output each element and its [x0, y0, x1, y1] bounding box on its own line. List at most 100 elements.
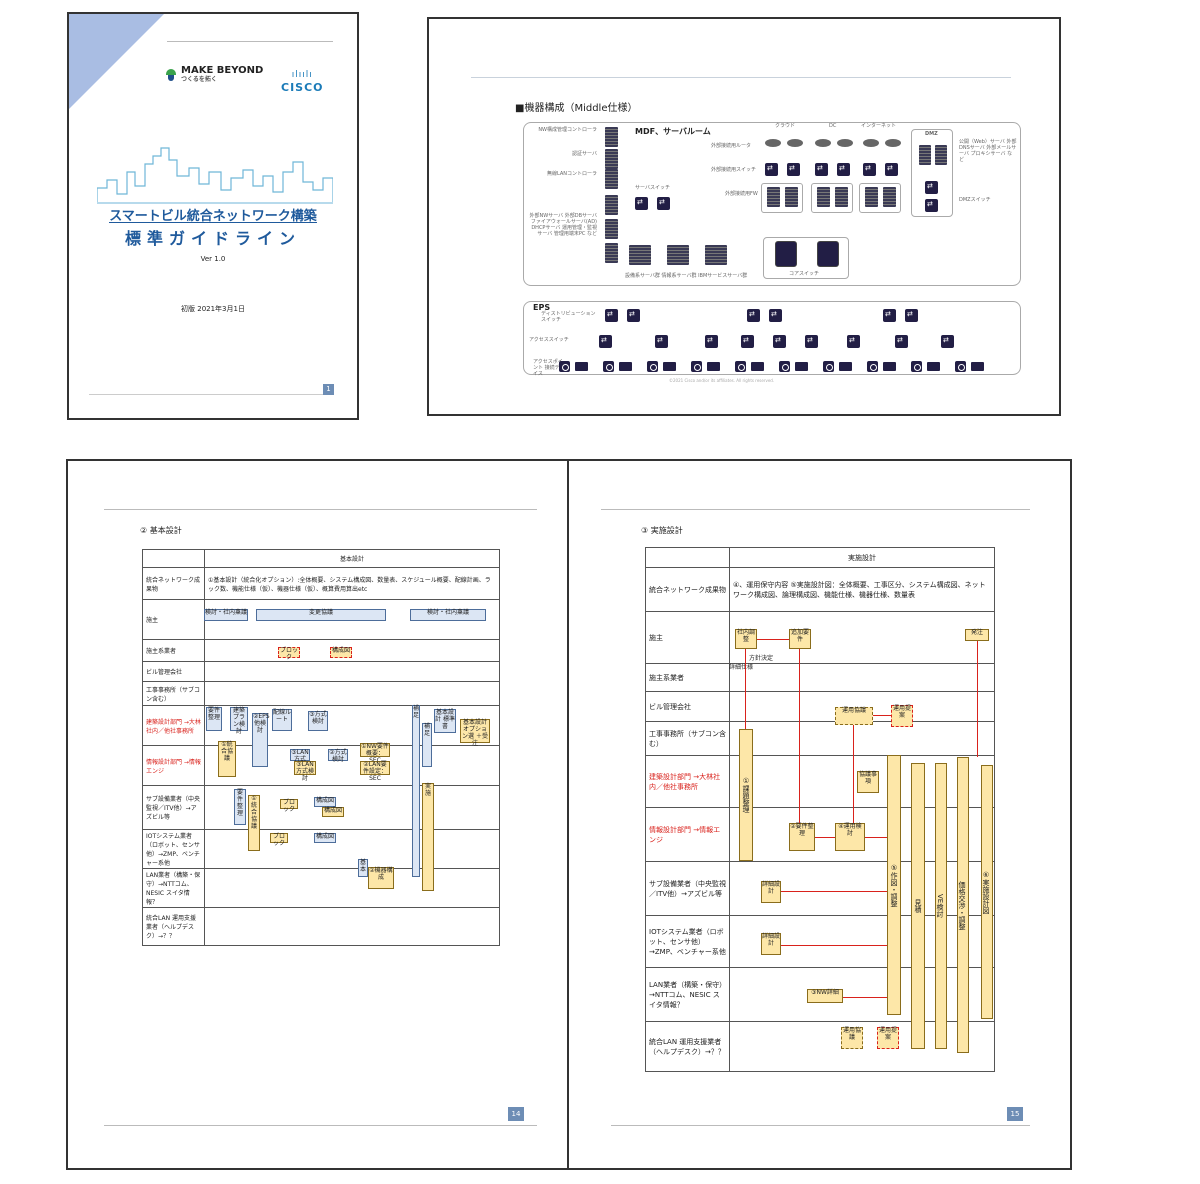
core-switch-label: コアスイッチ	[789, 271, 820, 277]
public-servers-label: 公開（Web）サーバ 外部DNSサーバ 外部メールサーバ プロキシサーバ など	[959, 139, 1017, 163]
switch-icon	[885, 163, 898, 176]
flow-box: ①NW要件概要：SEC	[360, 743, 390, 764]
camera-icon	[619, 362, 632, 371]
flow-box: 詳細設計	[761, 933, 781, 955]
arrow	[977, 641, 978, 757]
process-bar: 見積	[911, 763, 925, 1049]
camera-icon	[751, 362, 764, 371]
flow-box: ①統合協議	[248, 795, 260, 851]
version-label: Ver 1.0	[200, 255, 226, 263]
deliverable-text: ④、運用保守内容 ⑤実施設計図：全体概要、工事区分、システム構成図、ネットワーク…	[729, 567, 995, 612]
arrow	[781, 891, 887, 892]
process-bar: 価格交渉・調整	[957, 757, 969, 1053]
access-point-icon	[603, 361, 614, 372]
flow-box: ブロック	[280, 799, 298, 813]
access-point-icon	[559, 361, 570, 372]
equipment-slide: ■機器構成（Middle仕様） MDF、サーバルーム NW構成管理コントローラ …	[427, 17, 1061, 416]
arrow	[843, 997, 887, 998]
row-label: ビル管理会社	[645, 691, 730, 722]
firewall-icon	[883, 187, 896, 207]
process-bar: ⑤作図・調整	[887, 755, 901, 1015]
dmz-switch-label: DMZスイッチ	[959, 197, 991, 203]
row-label: サブ設備業者（中央監視／ITV他）→アズビル等	[645, 861, 730, 916]
fw-group	[761, 183, 803, 213]
firewall-icon	[817, 187, 830, 207]
access-switch-icon	[599, 335, 612, 348]
server-icon	[667, 245, 689, 265]
server-icon	[919, 145, 931, 165]
dmz-label: DMZ	[925, 131, 938, 137]
flow-box: ④運用検討	[835, 823, 865, 851]
router-icon	[837, 139, 853, 147]
flow-box: 構成図	[314, 797, 336, 807]
leaf-icon	[165, 68, 177, 81]
flow-box: 配線ルート	[272, 709, 292, 731]
core-switch-icon	[775, 241, 797, 267]
page-number: 15	[1007, 1107, 1023, 1121]
flow-box: 実施	[422, 783, 434, 891]
router-icon	[787, 139, 803, 147]
access-point-icon	[823, 361, 834, 372]
firewall-icon	[785, 187, 798, 207]
camera-icon	[663, 362, 676, 371]
arrow	[865, 837, 887, 838]
row-label: LAN業者（構築・保守）→NTTコム、NESIC スイタ情報？	[645, 967, 730, 1022]
flow-box: 建築プラン検討	[230, 707, 248, 735]
switch-icon	[657, 197, 670, 210]
switch-icon	[837, 163, 850, 176]
copyright: ©2021 Cisco and/or its affiliates. All r…	[669, 378, 775, 383]
diagram-box: 構成図	[330, 647, 352, 658]
access-switch-icon	[773, 335, 786, 348]
row-label: 統合LAN 運用支援業者（ヘルプデスク）→？？	[142, 907, 205, 946]
row-label: 工事事務所（サブコン含む）	[142, 681, 205, 706]
flow-box: 運用協議	[841, 1027, 863, 1049]
access-switch-icon	[895, 335, 908, 348]
block-box: ブロック	[278, 647, 300, 661]
flow-box: 補足	[422, 723, 432, 767]
camera-icon	[883, 362, 896, 371]
switch-icon	[787, 163, 800, 176]
row-label: 情報設計部門 →情報エンジ	[645, 807, 730, 862]
arrow	[873, 715, 891, 716]
distribution-switch-icon	[747, 309, 760, 322]
server-icon	[605, 219, 618, 239]
camera-icon	[707, 362, 720, 371]
access-point-icon	[955, 361, 966, 372]
core-group	[763, 237, 849, 279]
header-rule	[104, 509, 537, 510]
flow-box: ②機器構成	[368, 867, 394, 889]
cloud-label: インターネット	[861, 123, 897, 129]
router-icon	[863, 139, 879, 147]
server-icon	[605, 169, 618, 189]
server-icon	[629, 245, 651, 265]
distribution-switch-icon	[605, 309, 618, 322]
flow-box: ③方式検討	[308, 711, 328, 731]
row-label: 情報設計部門 →情報エンジ	[142, 745, 205, 786]
left-item-servers: 外部NWサーバ 外部DBサーバ ファイアウォールサーバ(AD) DHCPサーバ …	[529, 213, 597, 237]
note: 方針決定	[749, 655, 774, 662]
row-label: IOTシステム業者（ロボット、センサ他）→ZMP、ベンチャー系他	[645, 915, 730, 968]
arrow	[799, 649, 800, 823]
page-number: 14	[508, 1107, 524, 1121]
access-point-icon	[647, 361, 658, 372]
access-switch-icon	[805, 335, 818, 348]
access-switch-icon	[941, 335, 954, 348]
access-switch-icon	[705, 335, 718, 348]
flow-box: 基本設計 オプション選 ＋受注	[460, 719, 490, 747]
switch-icon	[765, 163, 778, 176]
ext-router-label: 外部接続用ルータ	[711, 143, 752, 149]
top-bar: 変更協議	[256, 609, 386, 621]
camera-icon	[839, 362, 852, 371]
server-icon	[605, 149, 618, 169]
cloud-label: DC	[829, 123, 837, 129]
core-switch-icon	[817, 241, 839, 267]
arrow	[745, 649, 746, 729]
firewall-icon	[767, 187, 780, 207]
row-label: 施主系業者	[142, 639, 205, 662]
row-label: ビル管理会社	[142, 661, 205, 682]
flow-box: 基本	[358, 859, 368, 877]
footer-rule	[104, 1125, 537, 1126]
